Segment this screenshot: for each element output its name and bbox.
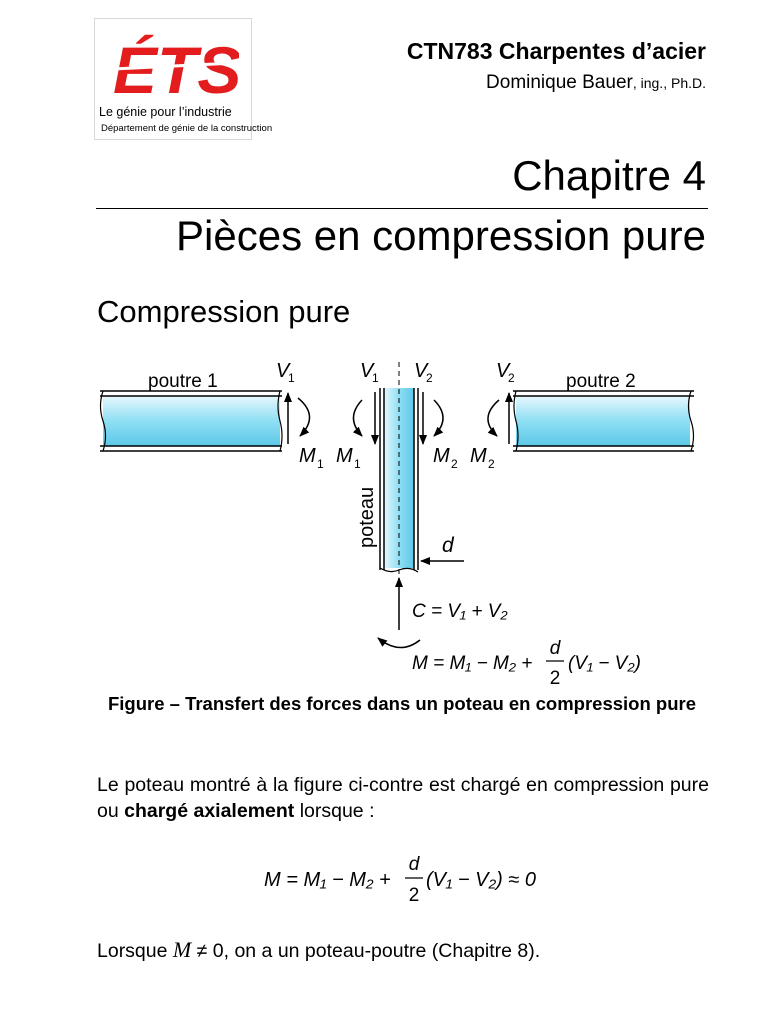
author: Dominique Bauer, ing., Ph.D. [486,72,706,94]
m-formula-frac-den: 2 [550,668,561,689]
v1-label-column-sub: 1 [372,371,379,385]
v1-label-left-sub: 1 [288,371,295,385]
beam-right-label: poutre 2 [566,371,636,392]
figure-caption: Figure – Transfert des forces dans un po… [107,693,697,714]
m2-label-right: M [470,445,487,467]
m1-label-left-sub: 1 [317,457,324,471]
closing-post: , on a un poteau-poutre (Chapitre 8). [223,940,541,962]
v2-label-column: V [414,360,429,382]
para-bold: chargé axialement [124,800,295,822]
eq-lhs: M = M₁ − M₂ + [264,869,391,891]
m-formula-frac-num: d [550,638,562,659]
beam-right [513,390,695,452]
base-moment-arc [377,637,421,649]
m1-label-left: M [299,445,316,467]
course-title: CTN783 Charpentes d’acier [406,38,706,64]
m1-moment-arc-column [352,399,363,437]
v1-label-column: V [360,360,375,382]
logo-tagline: Le génie pour l’industrie [99,105,232,119]
column-label: poteau [356,487,378,548]
ets-logo: ÉTS Le génie pour l’industrie Départemen… [94,18,272,140]
section-title: Compression pure [97,294,351,329]
m-formula-rhs: (V₁ − V₂) [568,653,641,674]
eq-frac-num: d [409,854,421,875]
m-formula-lhs: M = M₁ − M₂ + [412,653,532,674]
force-transfer-diagram: poutre 1 poutre 2 V 1 V 1 V 2 V 2 M 1 M … [99,360,695,689]
beam-left-label: poutre 1 [148,371,218,392]
m1-moment-arc-left [297,397,311,437]
ets-logo-mark: ÉTS [112,33,239,105]
eq-frac-den: 2 [409,885,420,906]
body-paragraph: Le poteau montré à la figure ci-contre e… [97,772,709,824]
para-part2: lorsque : [294,800,375,822]
m2-label-right-sub: 2 [488,457,495,471]
chapter-number: Chapitre 4 [512,152,706,199]
depth-label: d [442,534,455,557]
closing-pre: Lorsque [97,940,173,962]
closing-var: M [172,937,192,962]
c-formula: C = V₁ + V₂ [412,601,508,622]
m1-label-column: M [336,445,353,467]
m2-label-column-sub: 2 [451,457,458,471]
column [379,362,419,575]
closing-ne: ≠ 0 [191,940,224,962]
v2-label-column-sub: 2 [426,371,433,385]
author-name: Dominique Bauer [486,72,633,93]
beam-left [99,390,283,452]
author-credentials: , ing., Ph.D. [632,75,706,91]
title-divider [96,208,708,209]
logo-department: Département de génie de la construction [101,123,273,134]
m2-label-column: M [433,445,450,467]
para-part1: Le poteau montré à la figure ci-contre e… [97,774,709,822]
display-equation: M = M₁ − M₂ + d 2 (V₁ − V₂) ≈ 0 [264,854,536,906]
m2-moment-arc-column [433,399,444,437]
closing-sentence: Lorsque M ≠ 0, on a un poteau-poutre (Ch… [97,937,540,963]
v2-label-right: V [496,360,511,382]
eq-rhs: (V₁ − V₂) ≈ 0 [426,869,536,891]
m2-moment-arc-right [487,399,500,437]
v2-label-right-sub: 2 [508,371,515,385]
chapter-title: Pièces en compression pure [176,212,706,259]
v1-label-left: V [276,360,291,382]
m1-label-column-sub: 1 [354,457,361,471]
